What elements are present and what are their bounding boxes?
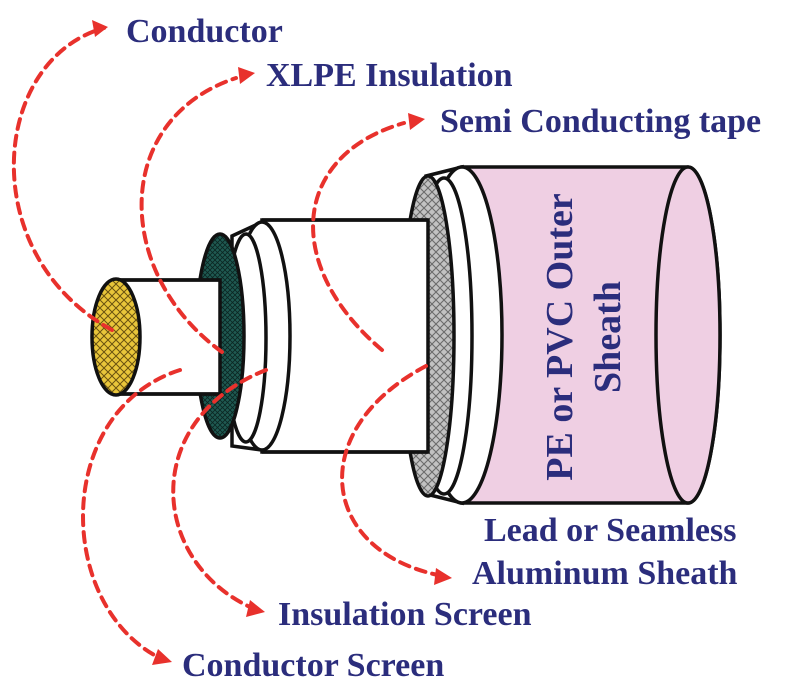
label-semi-conducting-tape: Semi Conducting tape — [440, 103, 761, 140]
arrowhead-insulation-screen — [246, 600, 265, 617]
arrow-metal-sheath — [340, 364, 440, 577]
label-conductor: Conductor — [126, 13, 283, 50]
arrow-xlpe-insulation — [139, 76, 238, 354]
arrow-semi-conducting-tape — [311, 121, 406, 352]
label-conductor-screen: Conductor Screen — [182, 647, 444, 684]
conductor-cylinder — [112, 278, 222, 396]
arrowhead-conductor — [92, 20, 108, 37]
label-metal-sheath-line1: Lead or Seamless — [484, 512, 736, 549]
conductor-face — [90, 277, 142, 397]
arrowhead-conductor-screen — [152, 649, 172, 665]
label-outer-sheath: PE or PVC Outer Sheath — [539, 193, 629, 481]
arrow-conductor — [11, 26, 114, 332]
label-outer-sheath-line1: PE or PVC Outer — [539, 193, 581, 481]
pointer-arrows — [11, 20, 452, 665]
outer-sheath — [460, 165, 722, 505]
arrowhead-metal-sheath — [434, 568, 452, 585]
label-insulation-screen: Insulation Screen — [278, 596, 532, 633]
arrowhead-xlpe-insulation — [238, 67, 255, 84]
arrow-insulation-screen — [171, 368, 268, 609]
label-outer-sheath-line2: Sheath — [587, 281, 629, 393]
arrowhead-semi-conducting-tape — [408, 113, 425, 130]
arrow-conductor-screen — [81, 368, 182, 658]
label-metal-sheath-line2: Aluminum Sheath — [472, 555, 738, 592]
label-xlpe-insulation: XLPE Insulation — [266, 57, 513, 94]
